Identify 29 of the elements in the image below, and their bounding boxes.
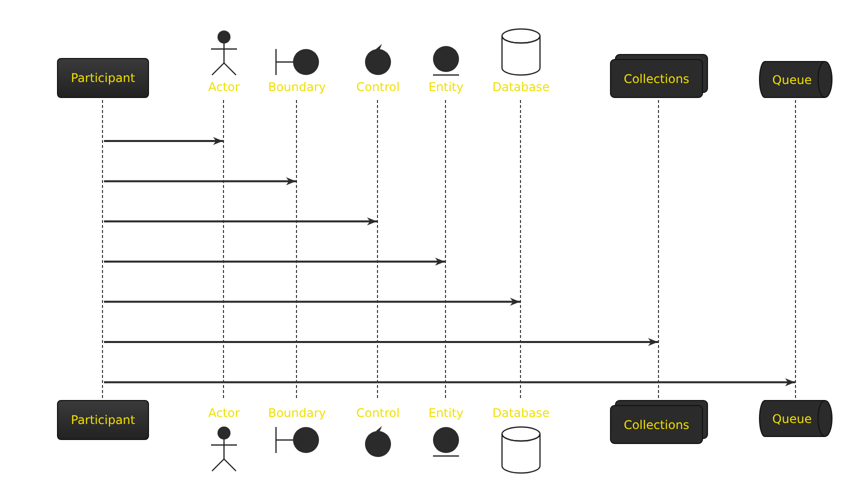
lifeline	[223, 100, 225, 398]
participant-label: Entity	[427, 80, 465, 94]
message-arrow	[104, 338, 658, 346]
lifeline	[658, 100, 660, 398]
lifeline	[445, 100, 447, 398]
participant-label: Entity	[427, 406, 465, 420]
participant-label: Boundary	[267, 80, 327, 94]
participant-box: Participant	[57, 58, 149, 98]
message-arrow	[104, 137, 223, 145]
lifeline	[795, 100, 797, 398]
lifeline	[520, 100, 522, 398]
participant-label: Database	[491, 406, 551, 420]
participant-box: Participant	[57, 400, 149, 440]
queue-box: Queue	[759, 61, 833, 98]
message-arrow	[104, 378, 795, 386]
participant-label: Control	[355, 80, 401, 94]
queue-box: Queue	[759, 400, 833, 437]
lifeline	[102, 100, 104, 398]
participant-label: Actor	[207, 80, 241, 94]
participant-label: Boundary	[267, 406, 327, 420]
participant-label: Database	[491, 80, 551, 94]
message-arrow	[104, 298, 520, 306]
participant-label: Actor	[207, 406, 241, 420]
lifeline	[296, 100, 298, 398]
lifeline	[377, 100, 379, 398]
message-arrow	[104, 177, 296, 186]
message-arrow	[104, 217, 377, 226]
message-arrow	[104, 258, 445, 266]
participant-label: Control	[355, 406, 401, 420]
